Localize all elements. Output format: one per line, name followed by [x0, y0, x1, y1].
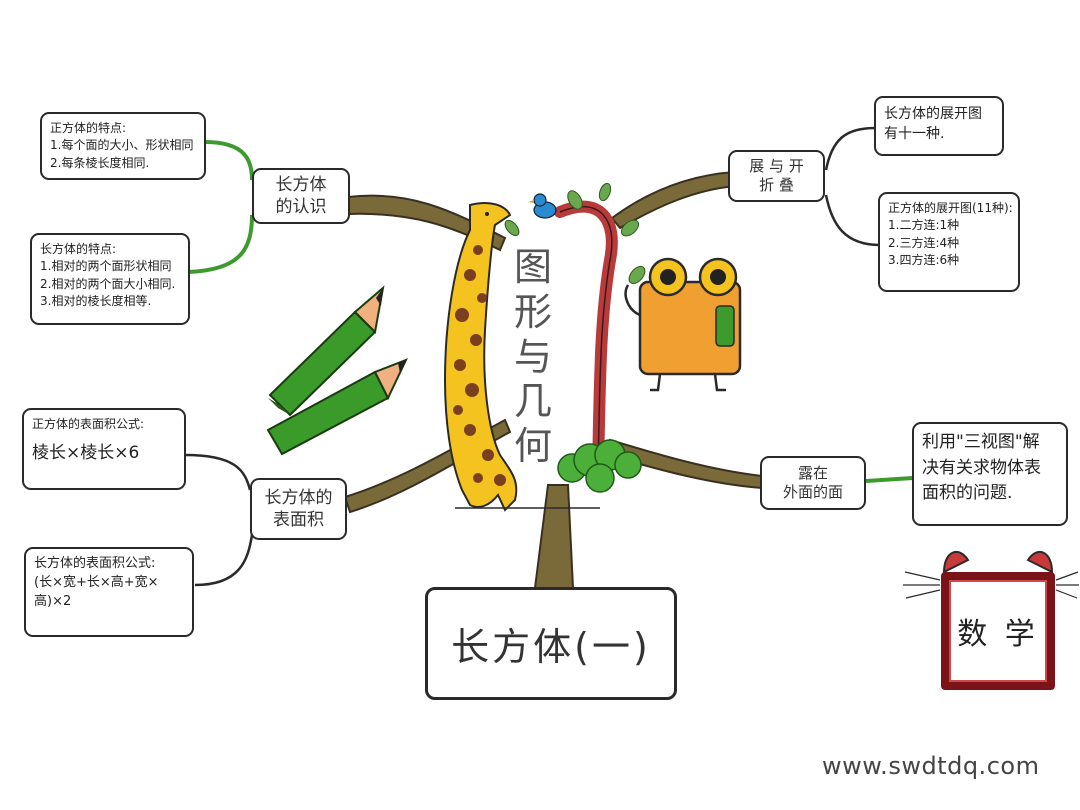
branch-label-exposed-faces: 露在 外面的面	[760, 456, 866, 510]
cuboid-formula-box: 长方体的表面积公式: (长×宽+长×高+宽× 高)×2	[24, 547, 194, 637]
branch-unfold	[610, 170, 736, 230]
branch-label-cognition: 长方体 的认识	[252, 168, 350, 224]
cube-features-box: 正方体的特点: 1.每个面的大小、形状相同 2.每条棱长度相同.	[40, 112, 206, 180]
whiskers-icon	[903, 571, 1079, 599]
subject-frame: 数 学	[941, 572, 1055, 690]
connector-cognition-bottom	[187, 214, 254, 274]
connector-exposed	[865, 476, 914, 483]
three-views-note-box: 利用"三视图"解 决有关求物体表 面积的问题.	[912, 422, 1068, 526]
bush-icon	[557, 439, 642, 493]
connector-unfold-top	[824, 126, 876, 171]
pencil-icon	[266, 358, 408, 456]
center-title: 图 形 与 几 何	[513, 245, 552, 469]
main-title: 长方体(一)	[425, 587, 677, 700]
connector-cognition-top	[204, 140, 254, 181]
trunk-branch	[533, 484, 575, 589]
cube-net-box: 正方体的展开图(11种): 1.二方连:1种 2.三方连:4种 3.四方连:6种	[878, 192, 1020, 292]
vine-leaves	[504, 182, 646, 285]
cuboid-features-box: 长方体的特点: 1.相对的两个面形状相同 2.相对的两个面大小相同. 3.相对的…	[30, 233, 190, 325]
cube-formula-box: 正方体的表面积公式: 棱长×棱长×6	[22, 408, 186, 490]
watermark: www.swdtdq.com	[822, 752, 1040, 780]
cube-character-icon	[624, 257, 742, 392]
connector-surface-bottom	[194, 534, 254, 587]
cuboid-net-box: 长方体的展开图 有十一种.	[874, 96, 1004, 156]
branch-label-surface-area: 长方体的 表面积	[250, 478, 347, 540]
bird-icon	[528, 193, 557, 219]
connector-unfold-bottom	[824, 194, 881, 247]
branch-label-unfold: 展 与 开 折 叠	[728, 150, 825, 202]
giraffe-icon	[443, 202, 518, 512]
connector-surface-top	[184, 453, 252, 491]
frame-ears-icon	[942, 550, 1054, 574]
subject-label: 数 学	[949, 580, 1047, 682]
pencil-icon	[268, 285, 385, 417]
branch-cognition	[347, 194, 507, 252]
